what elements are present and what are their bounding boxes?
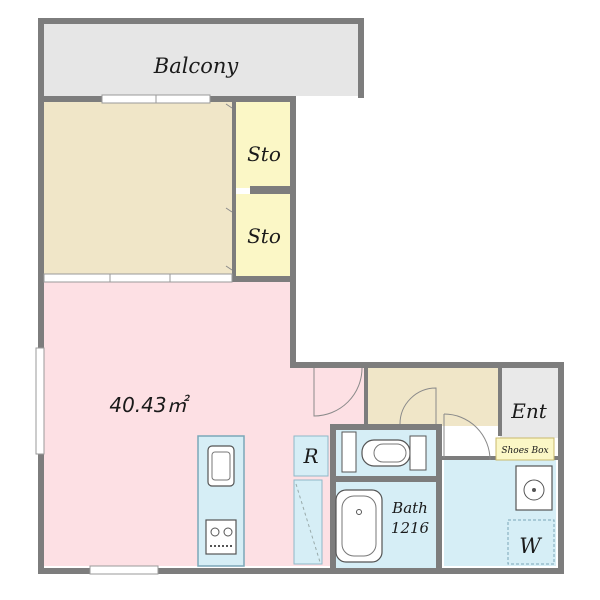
balcony-label: Balcony (153, 54, 240, 78)
stove-icon (205, 519, 237, 555)
floor-area-label: 40.43㎡ (109, 393, 190, 417)
bath-door (399, 387, 437, 425)
toilet-tank (341, 431, 357, 473)
washbasin-drain (532, 488, 536, 492)
storage-upper-label: Sto (247, 142, 281, 166)
burner-left (210, 527, 220, 537)
living-room (44, 282, 366, 566)
sink-basin (211, 451, 231, 481)
window-mullions (109, 95, 171, 282)
kitchen-sink-icon (207, 445, 235, 487)
doors (225, 103, 491, 461)
refrigerator-label: R (302, 444, 318, 468)
shoes-box (495, 437, 555, 461)
bath-drain (356, 509, 362, 515)
storage-door-upper (225, 103, 233, 213)
washer-space (507, 519, 555, 565)
washroom-door (443, 413, 491, 461)
tatami-room (44, 100, 236, 278)
refrigerator-space (293, 435, 329, 477)
burner-right (223, 527, 233, 537)
bathtub-inner (341, 495, 377, 557)
bath-label: Bath (391, 499, 428, 517)
entrance-area (500, 368, 558, 438)
bathtub-icon (335, 489, 383, 563)
storage-upper (236, 100, 292, 188)
bath-size-label: 1216 (391, 519, 430, 537)
shoes-box-label: Shoes Box (501, 446, 548, 456)
storage-lower-label: Sto (247, 224, 281, 248)
counter-space (293, 479, 323, 565)
balcony-area (38, 24, 360, 96)
washbasin-bowl (523, 479, 545, 501)
counter-diagonal (295, 483, 321, 563)
storage-lower (236, 194, 292, 278)
living-door (313, 367, 363, 417)
storage-door-lower (225, 265, 233, 271)
toilet-cistern (409, 435, 427, 471)
hallway (366, 368, 500, 426)
toilet-seat (373, 443, 407, 463)
washer-label: W (519, 534, 543, 558)
entrance-label: Ent (510, 399, 547, 423)
